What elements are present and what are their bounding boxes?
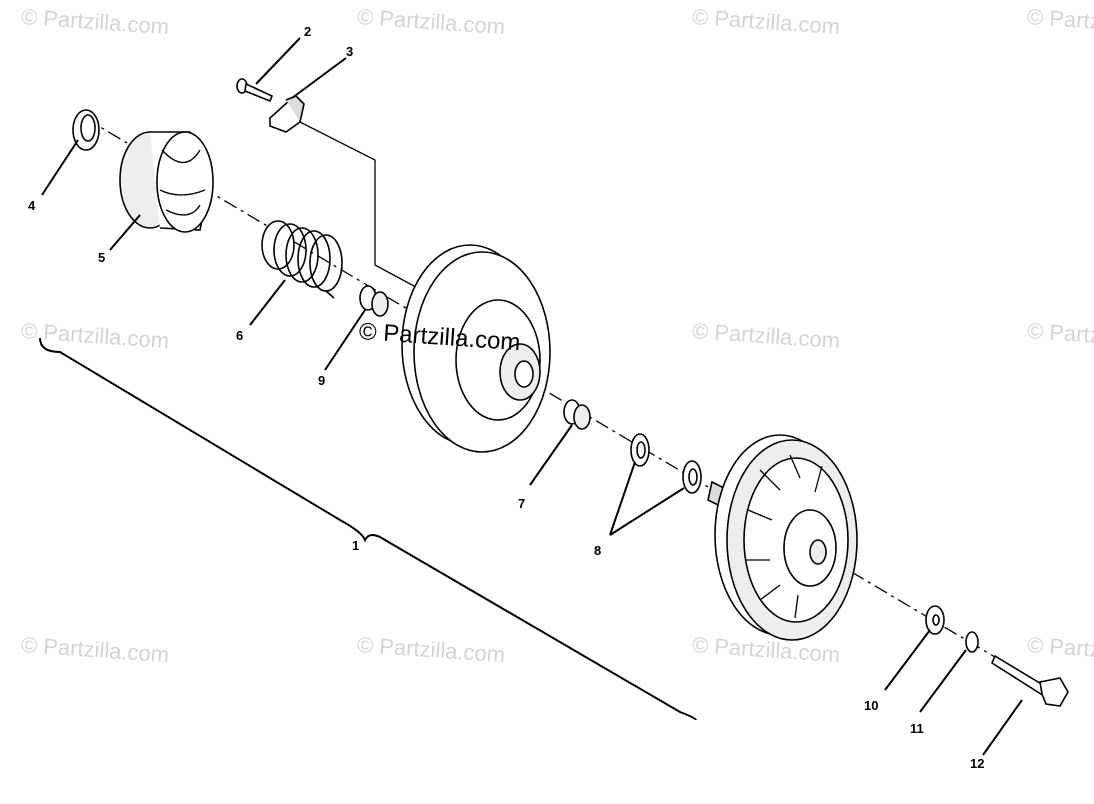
part-3-slider-button bbox=[269, 95, 441, 301]
callout-3: 3 bbox=[346, 44, 353, 59]
part-11-lock-washer bbox=[965, 631, 979, 653]
part-6-spring bbox=[261, 220, 343, 299]
callout-8: 8 bbox=[594, 543, 601, 558]
callout-4: 4 bbox=[28, 198, 36, 213]
callout-9: 9 bbox=[318, 373, 325, 388]
part-12-bolt bbox=[990, 654, 1069, 707]
part-7-bushing bbox=[563, 399, 591, 430]
callout-2: 2 bbox=[304, 24, 311, 39]
callout-1: 1 bbox=[352, 538, 359, 553]
callout-5: 5 bbox=[98, 250, 105, 265]
bracket-item-1 bbox=[39, 337, 697, 721]
moveable-sheave bbox=[401, 244, 551, 453]
callout-10: 10 bbox=[864, 698, 878, 713]
part-5-helix-cam bbox=[119, 131, 215, 233]
callout-7: 7 bbox=[518, 496, 525, 511]
part-2-screw bbox=[236, 78, 274, 103]
callout-12: 12 bbox=[970, 756, 984, 771]
stationary-sheave bbox=[707, 434, 858, 641]
callout-6: 6 bbox=[236, 328, 243, 343]
callout-11: 11 bbox=[910, 721, 924, 736]
part-10-washer bbox=[925, 605, 945, 635]
part-4-snap-ring bbox=[72, 109, 100, 151]
part-8-washers bbox=[630, 433, 702, 494]
part-9-bushing bbox=[359, 285, 389, 317]
